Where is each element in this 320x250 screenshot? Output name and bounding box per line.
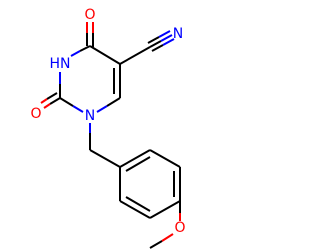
atom-nh: HN xyxy=(50,56,71,72)
bond-nitrile xyxy=(147,36,160,44)
bond-o-methyl xyxy=(161,233,174,242)
bond-nitrile xyxy=(151,44,164,52)
bond-ring xyxy=(119,200,151,219)
bond-n3-c4 xyxy=(70,50,81,57)
atom-n-nitrile: N xyxy=(173,26,183,42)
bond-c2-o xyxy=(49,97,61,105)
atom-labels: O HN O N N O xyxy=(30,7,185,236)
bond-c2-o xyxy=(43,103,51,109)
bond-ring-double xyxy=(125,156,151,172)
bond-nitrile xyxy=(160,34,173,42)
bond-ch2-aryl xyxy=(89,149,121,168)
bonds xyxy=(40,22,181,249)
atom-n1: N xyxy=(85,108,95,124)
atom-o-left: O xyxy=(30,106,41,122)
bond-o-methyl xyxy=(149,240,163,249)
bond-nitrile xyxy=(162,38,175,46)
bond-n3-c4 xyxy=(79,45,91,52)
bond-c6-n1 xyxy=(106,97,121,107)
bond-nitrile xyxy=(158,30,171,38)
bond-n1-c2 xyxy=(72,105,84,113)
atom-o-top: O xyxy=(84,7,95,23)
bond-c6-n1 xyxy=(96,105,108,113)
bond-ring-double xyxy=(125,196,151,212)
bond-c2-o-double xyxy=(40,98,48,104)
molecule-structure: O HN O N N O xyxy=(30,7,186,249)
bond-ring xyxy=(119,149,151,168)
bond-ring xyxy=(149,200,181,219)
bond-c4-c5 xyxy=(89,45,121,65)
bond-c2-o-double xyxy=(46,92,58,100)
bond-nitrile xyxy=(149,40,162,48)
bond-c5-cn xyxy=(119,46,151,65)
atom-o-methoxy: O xyxy=(174,220,185,236)
bond-n1-c2 xyxy=(59,97,74,107)
bond-ring xyxy=(149,149,181,168)
